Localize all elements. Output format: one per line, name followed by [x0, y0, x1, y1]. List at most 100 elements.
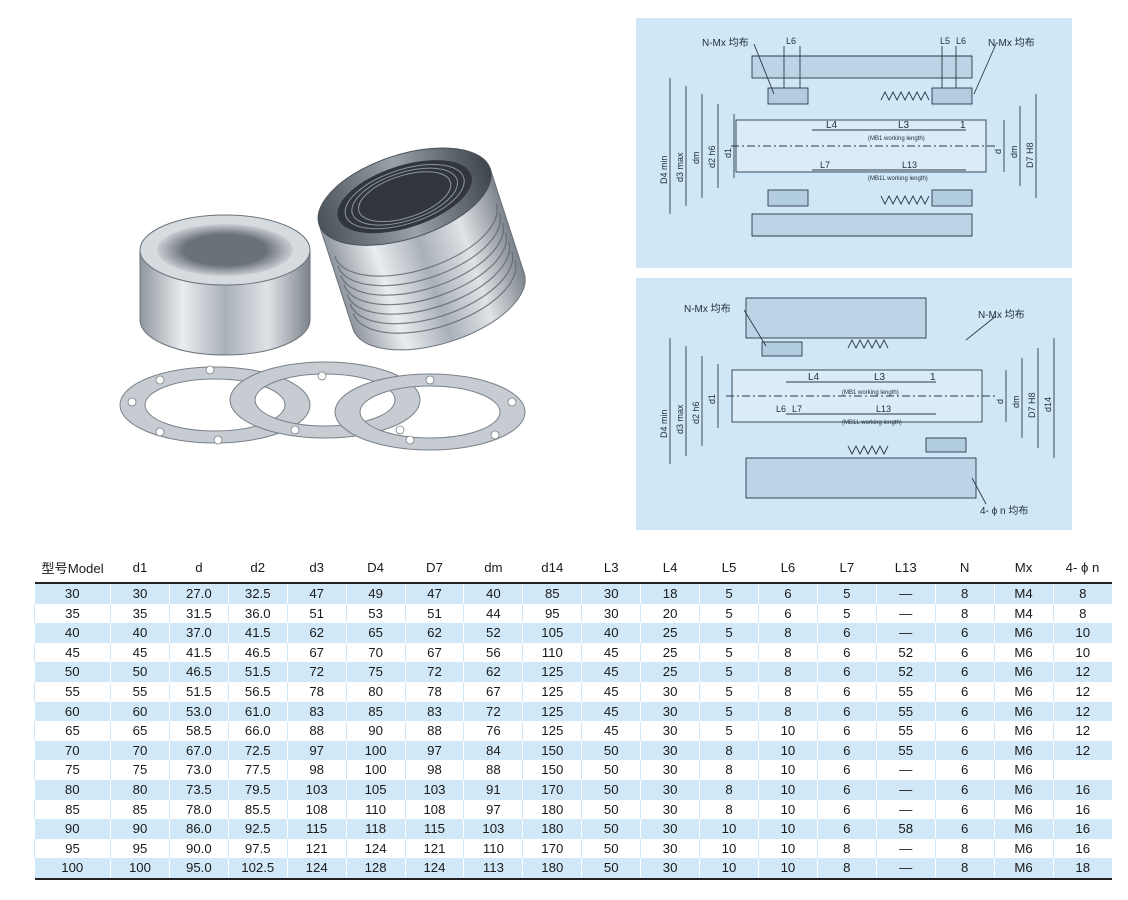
table-cell: 8 [816, 858, 877, 880]
table-cell: 85 [110, 799, 170, 820]
label-nmx-left: N-Mx 均布 [702, 37, 749, 49]
table-cell: 12 [1052, 721, 1112, 741]
drawing-mb1-top: N-Mx 均布 N-Mx 均布 L6 L5 L6 L4 L3 1 (MB1 wo… [636, 18, 1072, 268]
table-cell: 55 [875, 701, 936, 722]
dim-l13: L13 [876, 404, 891, 414]
table-cell: 25 [640, 662, 700, 682]
table-cell: 98 [286, 760, 347, 780]
table-cell: 10 [699, 838, 759, 859]
table-cell: 125 [522, 662, 582, 682]
dim-dm-right: dm [1009, 145, 1019, 158]
dim-d: d [993, 149, 1003, 154]
table-cell: 6 [816, 623, 877, 643]
table-cell: 110 [345, 799, 406, 820]
table-cell: 100 [110, 858, 170, 880]
table-cell: 8 [699, 740, 759, 761]
table-cell: 77.5 [227, 760, 288, 780]
table-cell: 10 [757, 819, 818, 839]
note-mb1-working-length: (MB1 working length) [842, 390, 899, 396]
dim-l3: L3 [898, 120, 910, 131]
col-header: Mx [994, 552, 1053, 584]
table-cell: M6 [993, 721, 1053, 741]
table-cell: 46.5 [227, 642, 288, 663]
table-cell: 60 [64, 703, 80, 719]
table-cell: 60 [110, 701, 170, 722]
table-cell: 8 [699, 760, 759, 780]
dim-d2-h6: d2 h6 [707, 145, 717, 168]
table-cell: 50 [581, 799, 641, 820]
table-cell: 8 [757, 681, 818, 702]
table-cell: 102.5 [227, 858, 288, 880]
table-cell: 55 [110, 681, 170, 702]
dim-d4-min: D4 min [659, 409, 669, 438]
dim-d: d [995, 399, 1005, 404]
table-cell: 31.5 [168, 603, 229, 624]
dim-d7-h8: D7 H8 [1025, 142, 1035, 168]
table-cell: 18 [640, 583, 700, 604]
table-cell: — [875, 623, 936, 643]
table-cell: 6 [934, 779, 995, 800]
table-cell: 30 [640, 858, 700, 880]
table-cell: M6 [993, 681, 1053, 702]
table-cell: 100 [345, 760, 406, 780]
table-cell: 55 [34, 681, 111, 702]
table-cell: 55 [875, 721, 936, 741]
table-cell: 8 [934, 603, 995, 624]
table-cell: 150 [522, 760, 582, 780]
table-cell: 75 [34, 760, 111, 780]
table-cell: 58 [875, 819, 936, 839]
table-cell: 40 [64, 625, 80, 641]
table-cell: 98 [404, 760, 464, 780]
table-cell: 35 [34, 603, 111, 624]
table-cell: 8 [757, 642, 818, 663]
table-cell: 12 [1052, 681, 1112, 702]
table-cell: 65 [345, 623, 406, 643]
table-cell: 30 [640, 760, 700, 780]
table-cell: — [875, 583, 936, 604]
table-cell: 83 [404, 701, 464, 722]
table-cell: 10 [757, 740, 818, 761]
table-cell: 10 [757, 799, 818, 820]
table-cell: 80 [110, 779, 170, 800]
label-4n-holes: 4- ϕ n 均布 [980, 505, 1028, 517]
dim-d2-h6: d2 h6 [691, 401, 701, 424]
col-header: d1 [110, 552, 170, 584]
dim-l4: L4 [808, 372, 820, 383]
cross-section-drawing: N-Mx 均布 N-Mx 均布 L6 L5 L6 L4 L3 1 (MB1 wo… [659, 36, 1037, 237]
table-cell: 170 [522, 838, 582, 859]
table-cell: 53 [345, 603, 406, 624]
table-cell: 16 [1052, 799, 1112, 820]
table-cell: 6 [934, 701, 995, 722]
table-cell: 103 [404, 779, 464, 800]
dim-l6-top-left: L6 [786, 36, 796, 46]
table-cell: 41.5 [168, 642, 229, 663]
col-header: d14 [522, 552, 582, 584]
table-cell: 83 [286, 701, 347, 722]
table-cell: 124 [286, 858, 347, 880]
table-cell: — [875, 858, 936, 880]
table-cell: 6 [934, 662, 995, 682]
table-cell: 30 [640, 701, 700, 722]
table-cell: 47 [404, 583, 464, 604]
table-cell: 5 [699, 662, 759, 682]
table-cell: 30 [640, 779, 700, 800]
table-cell: 88 [286, 721, 347, 741]
metal-bellows-seal-illustration [119, 147, 526, 451]
table-cell: 95 [34, 838, 111, 859]
table-cell: 8 [757, 701, 818, 722]
table-cell: 50 [581, 760, 641, 780]
table-cell: 41.5 [227, 623, 288, 643]
table-cell: 70 [64, 742, 80, 758]
table-cell: 45 [581, 642, 641, 663]
table-cell: 10 [1052, 642, 1112, 663]
table-cell: M4 [993, 583, 1053, 604]
table-cell: 6 [816, 760, 877, 780]
dim-1: 1 [930, 372, 936, 383]
table-cell [1052, 760, 1112, 780]
table-cell: 88 [404, 721, 464, 741]
table-cell: 50 [581, 858, 641, 880]
table-cell: 10 [757, 779, 818, 800]
